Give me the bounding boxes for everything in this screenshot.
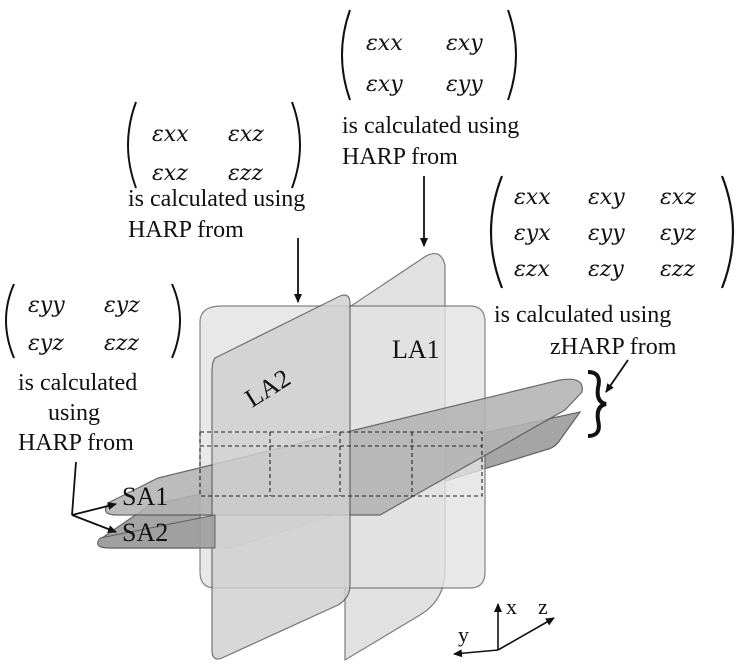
- sa-tensor-line2: using: [48, 400, 100, 426]
- sa2-front: [97, 514, 216, 549]
- y-axis-label: y: [458, 622, 469, 647]
- sa-tensor-annotation: εyy εyz εyz εzz is calculated using HARP…: [5, 283, 181, 533]
- full-tensor-line1: is calculated using: [494, 302, 671, 328]
- la2-plane: [211, 294, 351, 660]
- full-tensor-r1c1: εyy: [588, 221, 625, 246]
- la1-tensor-line2: HARP from: [342, 144, 458, 170]
- full-tensor-r1c2: εyz: [660, 221, 696, 246]
- full-tensor-line2: zHARP from: [550, 334, 677, 360]
- full-tensor-r0c2: εxz: [660, 185, 696, 210]
- la2-tensor-r1c0: εxz: [152, 161, 188, 186]
- sa1-label: SA1: [122, 482, 168, 511]
- full-tensor-right-paren: [720, 175, 735, 289]
- la1-tensor-annotation: εxx εxy εxy εyy is calculated using HARP…: [341, 9, 519, 247]
- x-axis-label: x: [506, 594, 517, 619]
- sa-tensor-r0c1: εyz: [104, 293, 140, 318]
- intersection-lines: [199, 431, 483, 497]
- la1-tensor-right-paren: [507, 9, 517, 101]
- full-tensor-annotation: εxx εxy εxz εyx εyy εyz εzx εzy εzz is c…: [489, 175, 735, 438]
- sa-tensor-r0c0: εyy: [28, 293, 65, 318]
- la1-tensor-r1c1: εyy: [446, 72, 483, 97]
- la2-tensor-r0c1: εxz: [228, 122, 264, 147]
- la2-tensor-r1c1: εzz: [228, 161, 263, 186]
- la2-tensor-line2: HARP from: [128, 217, 244, 243]
- la1-label: LA1: [392, 335, 440, 364]
- z-axis: [497, 617, 555, 651]
- sa-tensor-r1c0: εyz: [28, 331, 64, 356]
- la2-tensor-left-paren: [127, 101, 137, 189]
- sa-arrow-stem: [71, 461, 77, 516]
- la1-tensor-r1c0: εxy: [366, 72, 403, 97]
- curly-brace: [587, 370, 607, 438]
- sa-tensor-line3: HARP from: [18, 430, 134, 456]
- full-tensor-r2c2: εzz: [660, 257, 695, 282]
- full-tensor-r0c1: εxy: [588, 185, 625, 210]
- la1-tensor-r0c0: εxx: [366, 31, 403, 56]
- sa2-arrow: [71, 514, 117, 533]
- sa-tensor-right-paren: [171, 283, 181, 359]
- sa-tensor-line1: is calculated: [18, 370, 137, 396]
- full-tensor-r0c0: εxx: [514, 185, 551, 210]
- full-tensor-left-paren: [489, 175, 504, 289]
- sa1-arrow: [71, 502, 117, 516]
- la2-tensor-line1: is calculated using: [128, 186, 305, 212]
- la2-tensor-right-paren: [291, 101, 301, 189]
- la1-tensor-r0c1: εxy: [446, 31, 483, 56]
- full-tensor-r2c1: εzy: [588, 257, 624, 282]
- z-axis-label: z: [538, 594, 548, 619]
- coordinate-axes: x z y: [453, 594, 555, 658]
- full-tensor-r2c0: εzx: [514, 257, 550, 282]
- sa2-label: SA2: [122, 518, 168, 547]
- full-tensor-r1c0: εyx: [514, 221, 551, 246]
- full-tensor-arrow: [605, 359, 629, 393]
- la2-tensor-annotation: εxx εxz εxz εzz is calculated using HARP…: [127, 101, 305, 303]
- la1-tensor-line1: is calculated using: [342, 113, 519, 139]
- la2-tensor-r0c0: εxx: [152, 122, 189, 147]
- la1-tensor-left-paren: [341, 9, 351, 101]
- sa-tensor-r1c1: εzz: [104, 331, 139, 356]
- y-axis: [453, 649, 499, 658]
- sa-tensor-left-paren: [5, 283, 15, 359]
